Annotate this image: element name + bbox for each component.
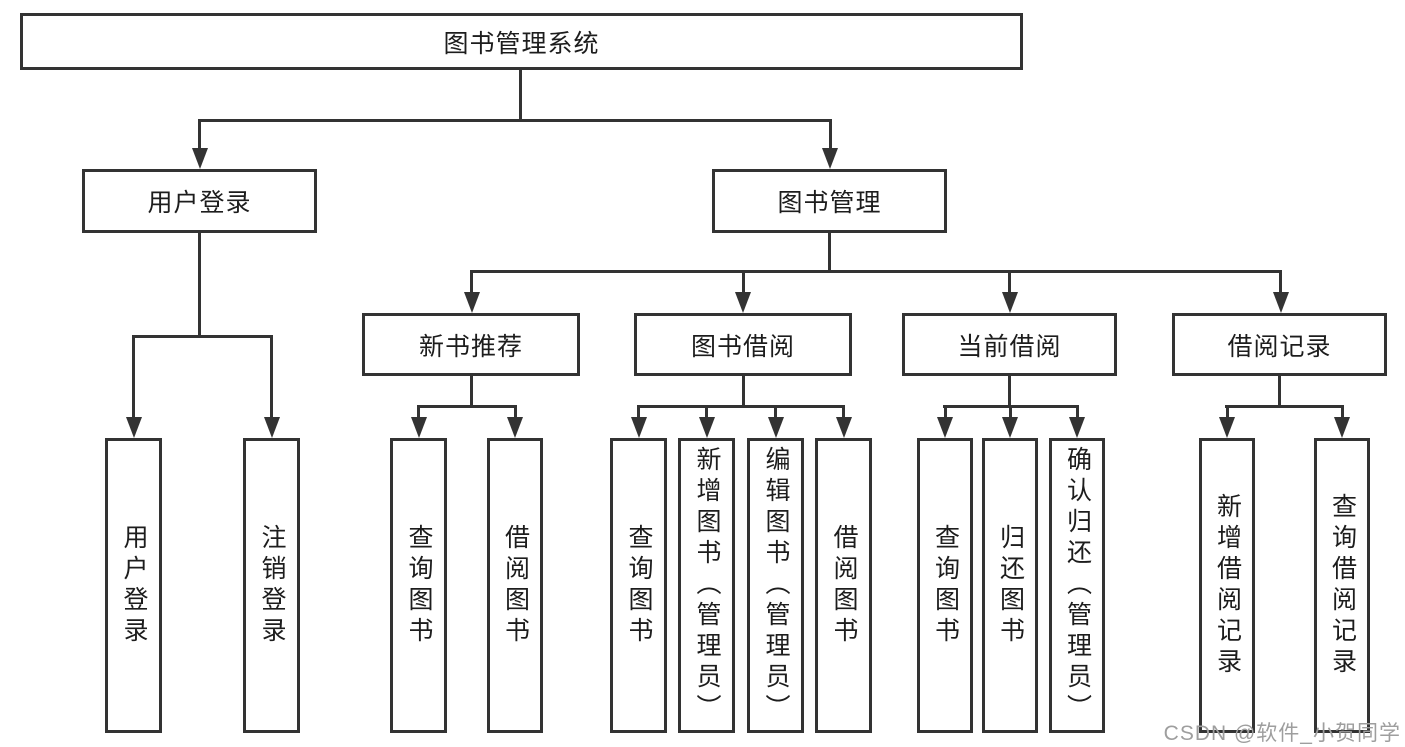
connector-record-bar (1225, 405, 1344, 408)
root-node-label: 图书管理系统 (443, 29, 600, 58)
connector-borrow-bar (637, 405, 845, 408)
arrow-to-book-borrow (735, 270, 751, 313)
connector-recommend-stem (469, 376, 473, 408)
leaf-logout-login: 注销登录 (243, 438, 300, 733)
connector-user-login-bar (132, 335, 273, 338)
arrow-recommend-child-2 (507, 405, 523, 438)
connector-root-stem (519, 70, 522, 121)
arrow-recommend-child-1 (410, 405, 427, 438)
csdn-watermark: CSDN @软件_小贺同学 (1163, 722, 1401, 745)
leaf-query-book-recommend-label: 查询图书 (405, 523, 433, 648)
leaf-edit-book-admin: 编辑图书（管理员） (747, 438, 804, 733)
leaf-user-login: 用户登录 (105, 438, 162, 733)
current-borrow-node: 当前借阅 (902, 313, 1117, 376)
connector-record-stem (1278, 376, 1281, 408)
leaf-add-book-admin: 新增图书（管理员） (678, 438, 735, 733)
leaf-add-borrow-record: 新增借阅记录 (1199, 438, 1255, 733)
user-login-label: 用户登录 (147, 189, 252, 217)
current-borrow-label: 当前借阅 (957, 332, 1062, 361)
leaf-return-book: 归还图书 (982, 438, 1038, 733)
book-borrow-node: 图书借阅 (634, 313, 852, 376)
leaf-query-book-borrow-label: 查询图书 (625, 523, 653, 648)
arrow-to-user-login (191, 119, 208, 169)
connector-recommend-bar (417, 405, 517, 408)
leaf-query-book-current-label: 查询图书 (931, 523, 960, 648)
arrow-record-child-2 (1334, 405, 1350, 438)
borrow-record-node: 借阅记录 (1172, 313, 1387, 376)
user-login-node: 用户登录 (82, 169, 317, 233)
leaf-add-book-admin-label: 新增图书（管理员） (693, 446, 721, 725)
new-book-recommend-node: 新书推荐 (362, 313, 580, 376)
arrow-current-child-3 (1069, 405, 1085, 438)
leaf-query-book-recommend: 查询图书 (390, 438, 447, 733)
borrow-record-label: 借阅记录 (1227, 332, 1332, 361)
connector-level2-bar (198, 119, 832, 122)
leaf-edit-book-admin-label: 编辑图书（管理员） (762, 446, 790, 725)
connector-borrow-stem (741, 376, 745, 408)
connector-level3-bar (470, 270, 1282, 273)
leaf-query-book-current: 查询图书 (917, 438, 973, 733)
leaf-borrow-book-label: 借阅图书 (830, 523, 858, 648)
arrow-to-current-borrow (1001, 270, 1018, 313)
book-management-label: 图书管理 (777, 189, 882, 217)
arrow-to-borrow-record (1272, 270, 1289, 313)
leaf-query-borrow-record-label: 查询借阅记录 (1328, 492, 1357, 679)
arrow-record-child-1 (1219, 405, 1235, 438)
leaf-user-login-label: 用户登录 (120, 523, 148, 648)
library-management-system-node: 图书管理系统 (20, 13, 1023, 70)
leaf-add-borrow-record-label: 新增借阅记录 (1213, 492, 1242, 679)
connector-current-stem (1008, 376, 1011, 408)
leaf-query-book-borrow: 查询图书 (610, 438, 667, 733)
leaf-confirm-return-admin-label: 确认归还（管理员） (1063, 446, 1092, 725)
arrow-borrow-child-1 (630, 405, 647, 438)
arrow-current-child-1 (937, 405, 953, 438)
book-borrow-label: 图书借阅 (690, 332, 795, 361)
arrow-current-child-2 (1002, 405, 1018, 438)
arrow-borrow-child-4 (835, 405, 852, 438)
arrow-to-leaf-logout (263, 335, 280, 438)
arrow-borrow-child-3 (767, 405, 784, 438)
new-book-recommend-label: 新书推荐 (418, 332, 523, 361)
leaf-query-borrow-record: 查询借阅记录 (1314, 438, 1370, 733)
leaf-borrow-book: 借阅图书 (815, 438, 872, 733)
arrow-to-book-management (822, 119, 838, 169)
connector-user-login-stem (198, 233, 201, 337)
arrow-to-leaf-user-login (125, 335, 142, 438)
connector-book-management-stem (828, 233, 831, 272)
leaf-return-book-label: 归还图书 (996, 523, 1025, 648)
arrow-borrow-child-2 (698, 405, 715, 438)
leaf-borrow-book-recommend: 借阅图书 (487, 438, 543, 733)
leaf-logout-login-label: 注销登录 (258, 523, 286, 648)
leaf-borrow-book-recommend-label: 借阅图书 (501, 523, 530, 648)
arrow-to-new-book-recommend (463, 270, 480, 313)
book-management-node: 图书管理 (712, 169, 947, 233)
leaf-confirm-return-admin: 确认归还（管理员） (1049, 438, 1105, 733)
